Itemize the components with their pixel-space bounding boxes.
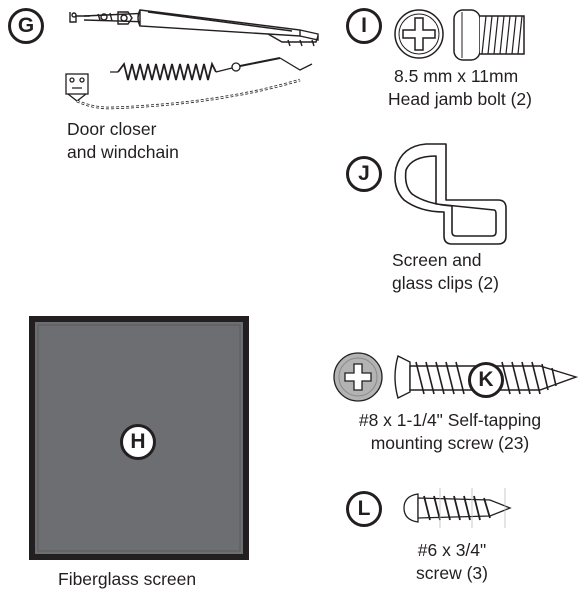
part-k-caption-line2: mounting screw (23)	[370, 433, 530, 453]
part-g-caption-line1: Door closer	[67, 119, 157, 139]
part-letter-l: L	[346, 491, 382, 527]
part-j-caption-line2: glass clips (2)	[392, 273, 499, 293]
part-letter-j-text: J	[358, 162, 370, 185]
part-letter-k-text: K	[478, 368, 494, 391]
part-letter-j: J	[346, 156, 382, 192]
part-letter-h-text: H	[130, 430, 146, 453]
part-l-caption-line1: #6 x 3/4"	[417, 540, 487, 560]
part-h-caption: Fiberglass screen	[58, 568, 196, 591]
part-letter-i: I	[346, 8, 382, 44]
part-g-caption-line2: and windchain	[67, 142, 179, 162]
part-l-caption-line2: screw (3)	[416, 563, 488, 583]
part-i-caption-line2: Head jamb bolt (2)	[388, 89, 532, 109]
part-j-caption-line1: Screen and	[392, 250, 482, 270]
part-letter-l-text: L	[357, 497, 371, 520]
part-letter-k: K	[468, 362, 504, 398]
part-k-caption: #8 x 1-1/4" Self-tapping mounting screw …	[330, 409, 570, 455]
part-letter-h: H	[120, 424, 156, 460]
part-i-caption: 8.5 mm x 11mm Head jamb bolt (2)	[388, 65, 568, 111]
part-l-caption: #6 x 3/4" screw (3)	[392, 539, 512, 585]
part-letter-i-text: I	[361, 14, 367, 37]
part-letter-g: G	[8, 8, 44, 44]
part-letter-g-text: G	[17, 14, 35, 37]
part-i-caption-line1: 8.5 mm x 11mm	[394, 66, 519, 86]
part-g-caption: Door closer and windchain	[67, 118, 179, 164]
part-j-caption: Screen and glass clips (2)	[392, 249, 499, 295]
part-k-caption-line1: #8 x 1-1/4" Self-tapping	[358, 410, 542, 430]
part-h-caption-text: Fiberglass screen	[58, 569, 197, 589]
